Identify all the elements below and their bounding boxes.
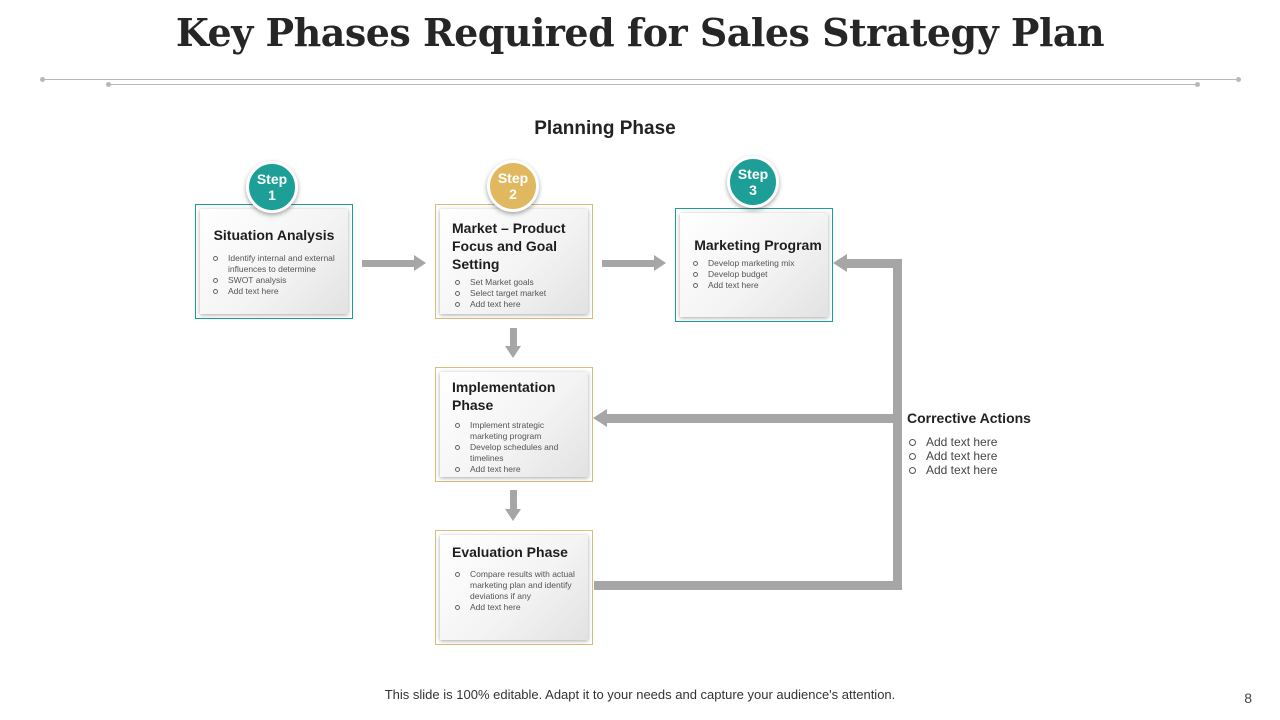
list-item: Compare results with actual marketing pl… <box>452 569 578 602</box>
step-number: 3 <box>749 182 757 198</box>
list-item: Select target market <box>452 288 578 299</box>
list-item: Add text here <box>907 449 997 463</box>
arrowhead-right <box>414 255 426 271</box>
step-number: 2 <box>509 186 517 202</box>
feedback-line-bottom <box>594 581 902 590</box>
list-item: Add text here <box>452 464 578 475</box>
list-item: Implement strategic marketing program <box>452 420 578 442</box>
card-market-product: Market – Product Focus and Goal Setting … <box>435 204 593 319</box>
card-evaluation-phase: Evaluation Phase Compare results with ac… <box>435 530 593 645</box>
corrective-line <box>606 414 896 423</box>
step-badge-1: Step 1 <box>246 161 298 213</box>
arrowhead-down <box>505 509 521 521</box>
list-item: Develop schedules and timelines <box>452 442 578 464</box>
list-item: Develop budget <box>690 269 826 280</box>
card-title: Situation Analysis <box>213 227 335 243</box>
arrowhead-left <box>593 409 607 427</box>
list-item: Set Market goals <box>452 277 578 288</box>
slide-title: Key Phases Required for Sales Strategy P… <box>175 10 1105 55</box>
feedback-line-top <box>846 259 902 268</box>
arrowhead-down <box>505 346 521 358</box>
card-title: Marketing Program <box>694 237 822 253</box>
title-rule-bottom <box>108 84 1198 85</box>
list-item: Add text here <box>452 602 578 613</box>
footer-note: This slide is 100% editable. Adapt it to… <box>384 687 896 702</box>
rule-dot <box>1236 77 1241 82</box>
corrective-actions-title: Corrective Actions <box>907 410 1031 426</box>
list-item: Add text here <box>690 280 826 291</box>
list-item: Add text here <box>210 286 338 297</box>
card-title: Implementation Phase <box>452 379 556 413</box>
card-situation-analysis: Situation Analysis Identify internal and… <box>195 204 353 319</box>
arrowhead-right <box>654 255 666 271</box>
rule-dot <box>1195 82 1200 87</box>
arrowhead-left <box>833 254 847 272</box>
card-implementation-phase: Implementation Phase Implement strategic… <box>435 367 593 482</box>
list-item: Add text here <box>907 435 997 449</box>
step-label: Step <box>256 171 288 187</box>
list-item: SWOT analysis <box>210 275 338 286</box>
planning-phase-label: Planning Phase <box>534 118 676 139</box>
list-item: Develop marketing mix <box>690 258 826 269</box>
rule-dot <box>40 77 45 82</box>
step-label: Step <box>497 170 529 186</box>
page-number: 8 <box>1244 690 1252 706</box>
corrective-actions-list: Add text here Add text here Add text her… <box>907 435 997 477</box>
rule-dot <box>106 82 111 87</box>
arrow-situation-to-market <box>362 260 416 267</box>
list-item: Add text here <box>907 463 997 477</box>
step-number: 1 <box>268 187 276 203</box>
arrow-market-to-implementation <box>510 328 517 348</box>
step-badge-2: Step 2 <box>487 160 539 212</box>
title-rule-top <box>42 79 1238 80</box>
list-item: Add text here <box>452 299 578 310</box>
card-marketing-program: Marketing Program Develop marketing mix … <box>675 208 833 322</box>
step-badge-3: Step 3 <box>727 156 779 208</box>
step-label: Step <box>737 166 769 182</box>
card-title: Market – Product Focus and Goal Setting <box>452 220 566 272</box>
arrow-implementation-to-evaluation <box>510 490 517 510</box>
arrow-market-to-marketing <box>602 260 656 267</box>
list-item: Identify internal and external influence… <box>210 253 338 275</box>
card-title: Evaluation Phase <box>452 544 568 560</box>
feedback-line-vertical <box>893 259 902 590</box>
